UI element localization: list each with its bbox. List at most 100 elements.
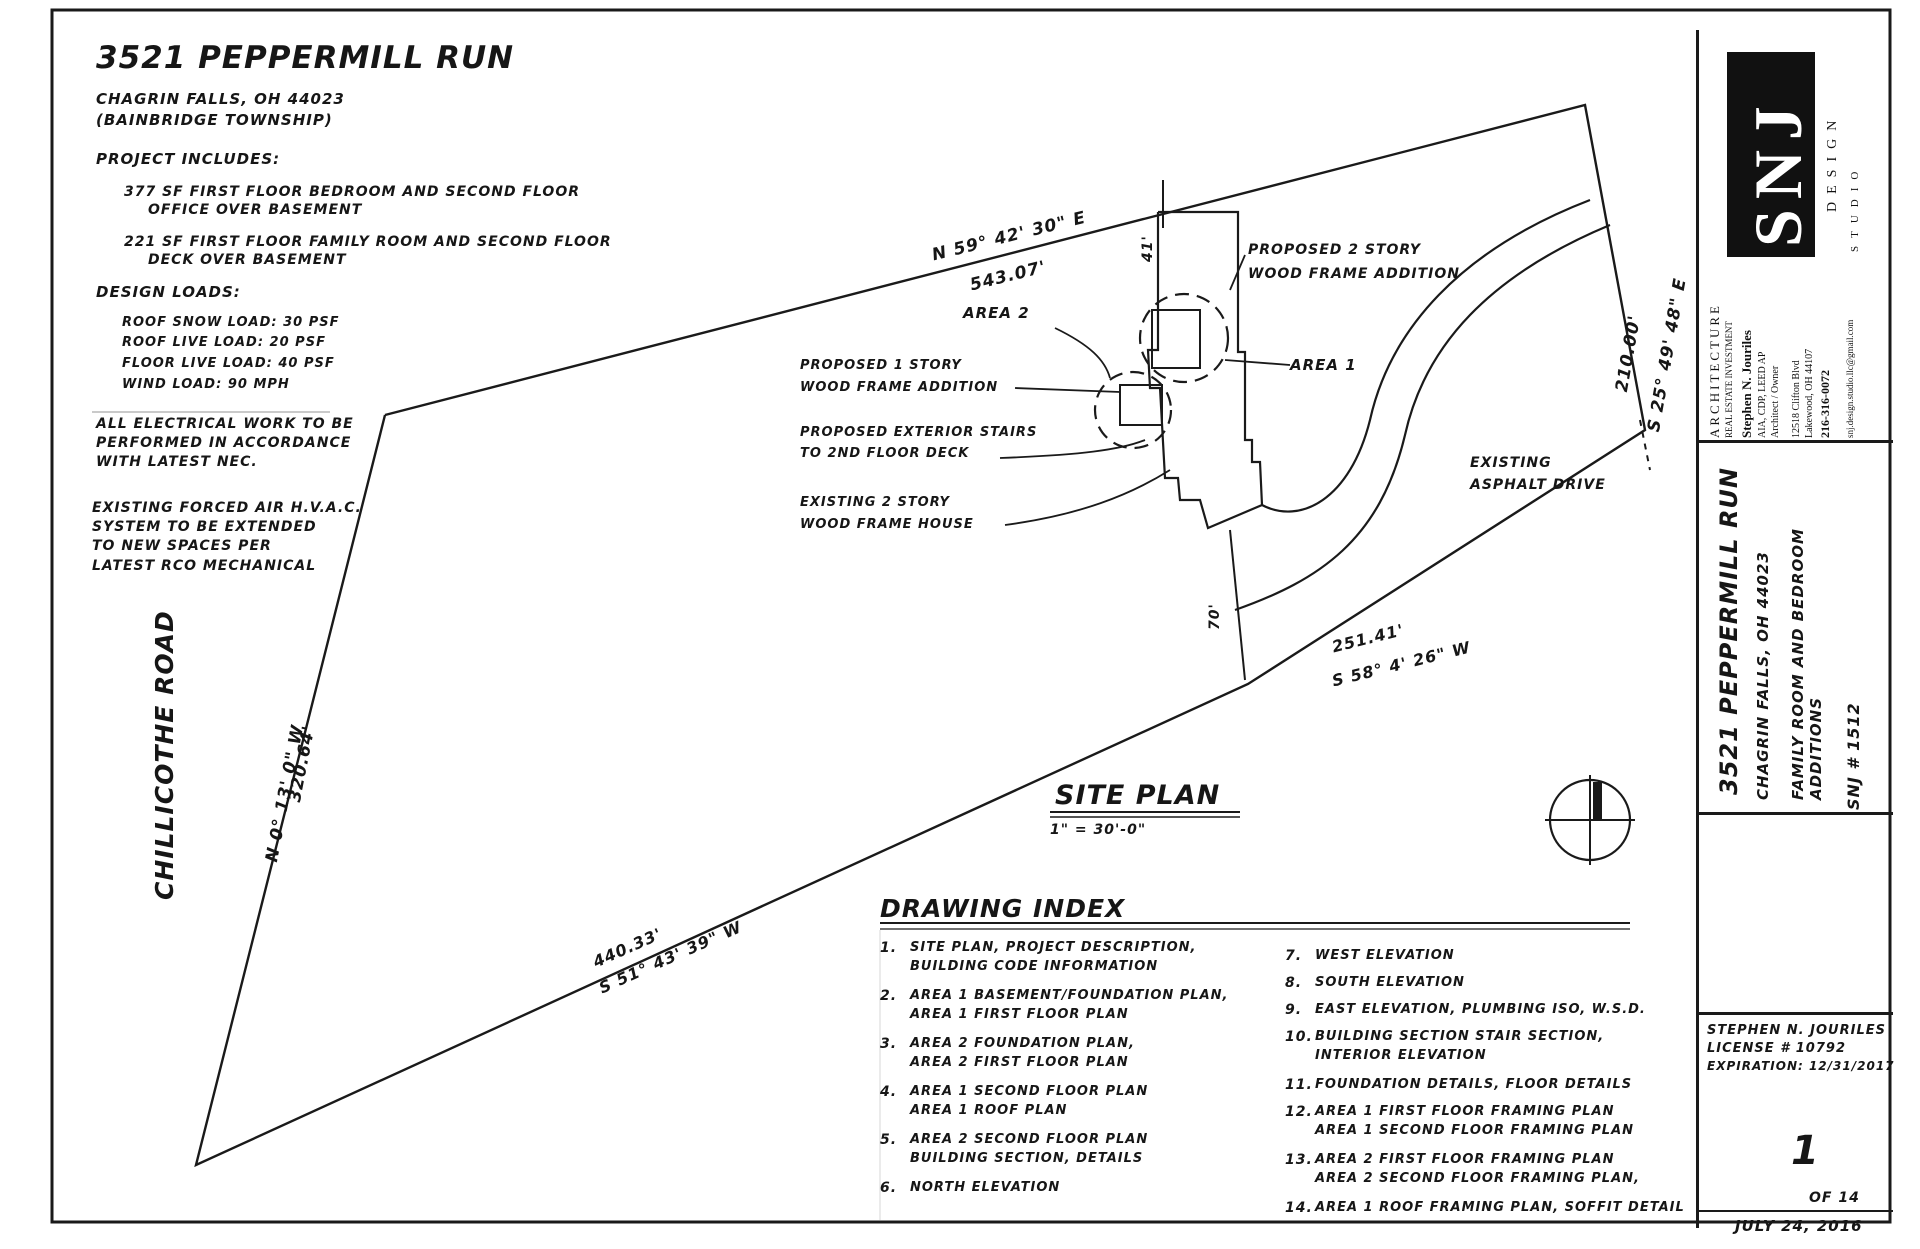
sheet-date: JULY 24, 2016 [1735, 1217, 1863, 1235]
index-item-label: WEST ELEVATION [1315, 948, 1455, 963]
prop-2-story-label: PROPOSED 2 STORY [1248, 242, 1422, 258]
email: snj.design.studio.llc@gmail.com [1845, 319, 1855, 438]
logo-sub: DESIGN [1825, 112, 1840, 212]
drawing-index-title: DRAWING INDEX [880, 894, 1126, 923]
includes-heading: PROJECT INCLUDES: [96, 150, 281, 168]
city: Lakewood, OH 44107 [1804, 348, 1815, 438]
index-item-number: 1. [880, 940, 898, 956]
includes-line: 377 SF FIRST FLOOR BEDROOM AND SECOND FL… [124, 184, 581, 200]
license-number: LICENSE # 10792 [1707, 1041, 1846, 1056]
logo-text: SNJ [1740, 96, 1816, 247]
area-2-label: AREA 2 [963, 304, 1030, 322]
index-item-number: 2. [880, 988, 898, 1004]
stairs-label: PROPOSED EXTERIOR STAIRS [800, 425, 1038, 440]
hvac-note: EXISTING FORCED AIR H.V.A.C. [92, 500, 362, 516]
drawing-index-left: 1. SITE PLAN, PROJECT DESCRIPTION, BUILDIN… [880, 940, 1280, 1225]
hvac-note: TO NEW SPACES PER [92, 538, 272, 554]
index-item-number: 8. [1285, 975, 1303, 991]
load-line: WIND LOAD: 90 MPH [122, 377, 290, 392]
firm-line2: REAL ESTATE INVESTMENT [1724, 321, 1734, 438]
index-item-number: 12. [1285, 1104, 1313, 1120]
tb-project-desc: ADDITIONS [1807, 696, 1825, 800]
includes-line: OFFICE OVER BASEMENT [148, 202, 363, 218]
drive-label: ASPHALT DRIVE [1470, 477, 1606, 493]
tb-project-desc: FAMILY ROOM AND BEDROOM [1789, 528, 1807, 800]
index-item-number: 6. [880, 1180, 898, 1196]
street: 12518 Clifton Blvd [1791, 360, 1802, 438]
index-item-label: SITE PLAN, PROJECT DESCRIPTION, [910, 940, 1197, 955]
area-1-addition [1151, 309, 1201, 369]
logo-sub2: STUDIO [1849, 163, 1861, 252]
index-item-label: AREA 1 BASEMENT/FOUNDATION PLAN, [910, 988, 1229, 1003]
area-2-addition [1119, 384, 1163, 426]
index-item-label: AREA 2 SECOND FLOOR PLAN [910, 1132, 1149, 1147]
index-item-label: EAST ELEVATION, PLUMBING ISO, W.S.D. [1315, 1002, 1646, 1017]
load-line: FLOOR LIVE LOAD: 40 PSF [122, 356, 335, 371]
snj-logo: SNJ DESIGN STUDIO [1727, 52, 1861, 382]
architect-name: Stephen N. Jouriles [1739, 330, 1754, 438]
index-item-number: 10. [1285, 1029, 1313, 1045]
index-item-number: 11. [1285, 1077, 1313, 1093]
credentials: AIA, CDP, LEED AP [1757, 351, 1768, 438]
index-item-label: SOUTH ELEVATION [1315, 975, 1465, 990]
license-expiration: EXPIRATION: 12/31/2017 [1707, 1059, 1895, 1073]
index-item-label: AREA 1 SECOND FLOOR PLAN [910, 1084, 1149, 1099]
index-item-label: AREA 1 FIRST FLOOR FRAMING PLAN [1315, 1104, 1615, 1119]
electrical-note: ALL ELECTRICAL WORK TO BE [96, 416, 354, 432]
includes-line: 221 SF FIRST FLOOR FAMILY ROOM AND SECON… [124, 234, 612, 250]
stairs-label: TO 2ND FLOOR DECK [800, 446, 970, 461]
index-item-label: AREA 1 SECOND FLOOR FRAMING PLAN [1315, 1123, 1635, 1138]
index-item-number: 3. [880, 1036, 898, 1052]
prop-1-story-label: WOOD FRAME ADDITION [800, 380, 999, 395]
index-item-number: 7. [1285, 948, 1303, 964]
load-line: ROOF SNOW LOAD: 30 PSF [122, 315, 340, 330]
driveway-edge-1 [1261, 198, 1591, 513]
project-city: CHAGRIN FALLS, OH 44023 [96, 90, 345, 108]
existing-house [1146, 210, 1264, 530]
index-item-label: AREA 1 ROOF FRAMING PLAN, SOFFIT DETAIL [1315, 1200, 1685, 1215]
index-item-number: 5. [880, 1132, 898, 1148]
index-item-label: AREA 2 FOUNDATION PLAN, [910, 1036, 1135, 1051]
area-1-label: AREA 1 [1290, 356, 1357, 374]
index-item-label: AREA 1 FIRST FLOOR PLAN [910, 1007, 1129, 1022]
loads-heading: DESIGN LOADS: [96, 283, 241, 301]
title-block: SNJ DESIGN STUDIO ARCHITECTURE REAL ESTA… [1696, 30, 1895, 1235]
lot-boundary [194, 103, 1647, 1168]
house-label: EXISTING 2 STORY [800, 495, 950, 510]
index-item-label: AREA 2 FIRST FLOOR PLAN [910, 1055, 1129, 1070]
phone: 216-316-0072 [1818, 370, 1832, 438]
driveway-edge-2 [1234, 223, 1611, 612]
index-item-number: 4. [880, 1084, 898, 1100]
electrical-note: PERFORMED IN ACCORDANCE [96, 435, 352, 451]
house-label: WOOD FRAME HOUSE [800, 517, 974, 532]
setback-top: 41' [1140, 235, 1156, 262]
index-item-number: 9. [1285, 1002, 1303, 1018]
tb-project-city: CHAGRIN FALLS, OH 44023 [1754, 551, 1772, 800]
job-number: SNJ # 1512 [1844, 702, 1863, 810]
area-2-circle [1093, 370, 1173, 450]
sheet-border [50, 8, 1892, 1224]
index-item-number: 14. [1285, 1200, 1313, 1216]
electrical-note: WITH LATEST NEC. [96, 454, 258, 470]
includes-line: DECK OVER BASEMENT [148, 252, 347, 268]
area-1-circle [1138, 292, 1230, 384]
project-township: (BAINBRIDGE TOWNSHIP) [96, 111, 333, 129]
prop-2-story-label: WOOD FRAME ADDITION [1248, 266, 1460, 282]
setback-bottom: 70' [1207, 603, 1223, 630]
license-name: STEPHEN N. JOURILES [1707, 1023, 1886, 1038]
index-item-label: AREA 1 ROOF PLAN [910, 1103, 1068, 1118]
load-line: ROOF LIVE LOAD: 20 PSF [122, 335, 326, 350]
drawing-index-right: 7. WEST ELEVATION 8. SOUTH ELEVATION 9. EAST … [1285, 948, 1690, 1223]
sheet-number: 1 [1791, 1128, 1820, 1174]
site-plan-title: SITE PLAN [1055, 780, 1221, 811]
index-item-label: BUILDING SECTION, DETAILS [910, 1151, 1144, 1166]
prop-1-story-label: PROPOSED 1 STORY [800, 358, 962, 373]
index-item-label: NORTH ELEVATION [910, 1180, 1061, 1195]
index-item-label: BUILDING CODE INFORMATION [910, 959, 1159, 974]
tb-project-address: 3521 PEPPERMILL RUN [1715, 467, 1743, 795]
firm-line1: ARCHITECTURE [1707, 303, 1722, 438]
index-item-number: 13. [1285, 1152, 1313, 1168]
sheet-of: OF 14 [1809, 1190, 1860, 1206]
